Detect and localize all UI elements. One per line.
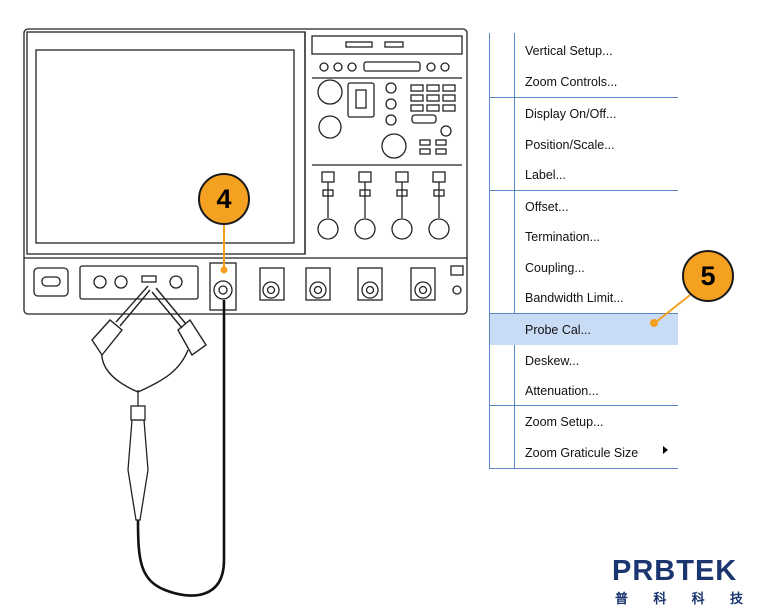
vertical-context-menu: Vertical Setup... Zoom Controls... Displ… <box>489 33 678 469</box>
menu-item-attenuation[interactable]: Attenuation... <box>525 383 599 398</box>
menu-item-bandwidth-limit[interactable]: Bandwidth Limit... <box>525 290 624 305</box>
menu-item-offset[interactable]: Offset... <box>525 199 569 214</box>
menu-buttons-grid <box>410 84 456 112</box>
probe-body <box>127 390 149 521</box>
logo-brand-text: PRBTEK <box>612 555 738 587</box>
menu-item-zoom-graticule-size[interactable]: Zoom Graticule Size <box>514 437 678 468</box>
vertical-channel-controls <box>317 171 450 240</box>
menu-item-zoom-setup[interactable]: Zoom Setup... <box>525 414 604 429</box>
menu-item-position-scale[interactable]: Position/Scale... <box>525 137 615 152</box>
menu-separator <box>490 313 678 314</box>
control-buttons-row <box>319 61 450 72</box>
scope-display-screen <box>35 49 295 244</box>
logo-char: 技 <box>729 592 743 607</box>
menu-item-deskew[interactable]: Deskew... <box>525 353 580 368</box>
channel-inputs <box>259 267 436 301</box>
menu-item-coupling[interactable]: Coupling... <box>525 260 585 275</box>
menu-item-zoom-controls[interactable]: Zoom Controls... <box>525 74 618 89</box>
trigger-knob <box>381 133 407 159</box>
menu-item-vertical-setup[interactable]: Vertical Setup... <box>525 43 613 58</box>
menu-separator <box>490 405 678 406</box>
menu-item-display-on-off[interactable]: Display On/Off... <box>525 106 617 121</box>
menu-item-probe-cal[interactable]: Probe Cal... <box>490 314 678 345</box>
logo-char: 科 <box>691 592 705 607</box>
submenu-arrow-icon <box>663 446 668 454</box>
menu-item-label: Zoom Graticule Size <box>525 445 639 460</box>
probe-cable <box>136 300 226 597</box>
power-button <box>33 267 69 297</box>
probe-leads <box>91 285 207 393</box>
horizontal-knob <box>317 79 343 105</box>
menu-item-label[interactable]: Label... <box>525 167 567 182</box>
menu-separator <box>490 97 678 98</box>
callout-step-4: 4 <box>198 173 250 225</box>
logo-char: 科 <box>653 592 667 607</box>
menu-icon-gutter <box>490 33 515 468</box>
control-panel-top <box>311 35 463 55</box>
menu-item-termination[interactable]: Termination... <box>525 229 601 244</box>
menu-separator <box>490 190 678 191</box>
logo-char: 普 <box>615 592 629 607</box>
callout-step-5: 5 <box>682 250 734 302</box>
logo-chinese-text: 普 科 科 技 <box>615 588 743 607</box>
probe-comp-panel <box>79 265 199 300</box>
brand-logo: PRBTEK 普 科 科 技 <box>612 555 752 607</box>
